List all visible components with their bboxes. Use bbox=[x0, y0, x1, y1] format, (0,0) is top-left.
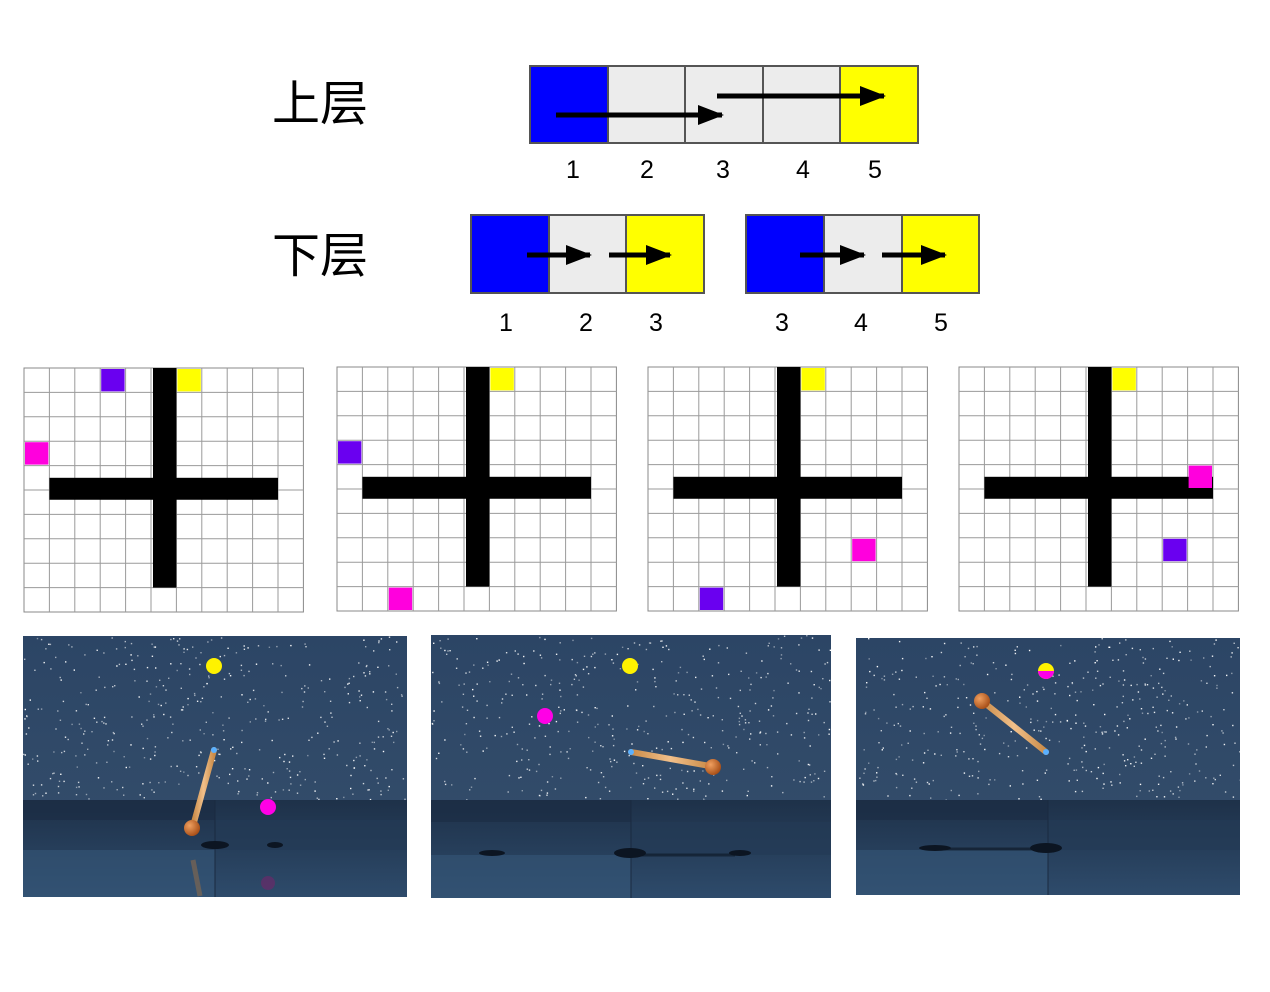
grid-panel-4 bbox=[958, 366, 1239, 612]
grid-panel-1 bbox=[23, 367, 304, 613]
grid-panel-3-yellow-goal bbox=[801, 368, 825, 391]
sim-panel-2-rod bbox=[628, 749, 713, 769]
upper-number-1: 1 bbox=[566, 156, 580, 184]
grid-panel-2-yellow-goal bbox=[490, 368, 514, 391]
grid-panel-2-purple-cell bbox=[338, 441, 362, 464]
grid-panel-3-purple-cell bbox=[699, 587, 724, 610]
sim-panel-1-yellow-ball bbox=[206, 658, 222, 674]
sim-panel-3-body-ball bbox=[974, 693, 990, 709]
upper-number-2: 2 bbox=[640, 156, 654, 184]
lower-layer-right-strip bbox=[745, 214, 980, 294]
upper-number-3: 3 bbox=[716, 156, 730, 184]
upper-cell-1 bbox=[529, 65, 609, 144]
sim-panel-1-body-ball bbox=[184, 820, 200, 836]
sim-panel-2-stars bbox=[431, 635, 832, 802]
grid-panel-3 bbox=[647, 366, 928, 612]
upper-cell-2 bbox=[607, 65, 686, 144]
sim-panel-3-stars bbox=[859, 638, 1242, 802]
grid-panel-1-horizontal-wall bbox=[49, 477, 279, 500]
lower-left-number-2: 2 bbox=[579, 309, 593, 337]
lower-layer-left-strip bbox=[470, 214, 705, 294]
grid-panel-2-magenta-cell bbox=[388, 587, 413, 610]
lower-right-number-3: 3 bbox=[775, 309, 789, 337]
grid-panel-1-purple-cell bbox=[101, 369, 125, 392]
grid-panel-4-yellow-goal bbox=[1112, 368, 1136, 391]
grid-panel-2 bbox=[336, 366, 617, 612]
grid-panel-2-horizontal-wall bbox=[362, 476, 591, 499]
lower-left-number-3: 3 bbox=[649, 309, 663, 337]
lower-layer-label: 下层 bbox=[272, 228, 369, 284]
lower-right-number-4: 4 bbox=[854, 309, 868, 337]
sim-panel-3 bbox=[856, 638, 1242, 895]
sim-panel-1-magenta-ball bbox=[260, 799, 276, 815]
upper-cell-3 bbox=[684, 65, 764, 144]
sim-panel-3-target-ball bbox=[1038, 663, 1054, 679]
lower-left-number-1: 1 bbox=[499, 309, 513, 337]
upper-cell-5 bbox=[839, 65, 919, 144]
grid-panel-4-horizontal-wall bbox=[984, 476, 1213, 499]
sim-panel-2-body-ball bbox=[705, 759, 721, 775]
sim-panel-2 bbox=[431, 635, 832, 898]
grid-panel-4-magenta-cell bbox=[1188, 465, 1212, 488]
grid-world-panels bbox=[23, 366, 1239, 613]
lower-right-number-5: 5 bbox=[934, 309, 948, 337]
sim-panel-2-magenta-ball bbox=[537, 708, 553, 724]
upper-cell-4 bbox=[762, 65, 841, 144]
sim-panel-1-rod bbox=[190, 747, 217, 829]
sim-panel-1 bbox=[23, 636, 407, 897]
sim-panel-2-yellow-ball bbox=[622, 658, 638, 674]
sim-panel-1-stars bbox=[23, 636, 406, 802]
grid-panel-1-yellow-goal bbox=[177, 369, 201, 392]
grid-panel-3-magenta-cell bbox=[852, 538, 876, 562]
upper-number-4: 4 bbox=[796, 156, 810, 184]
upper-number-5: 5 bbox=[868, 156, 882, 184]
sim-panel-3-rod bbox=[979, 698, 1049, 755]
upper-layer-strip bbox=[529, 65, 919, 144]
grid-panel-1-magenta-cell bbox=[25, 442, 49, 465]
grid-panel-4-purple-cell bbox=[1163, 538, 1187, 562]
grid-panel-3-horizontal-wall bbox=[673, 476, 902, 499]
upper-layer-label: 上层 bbox=[272, 76, 369, 132]
